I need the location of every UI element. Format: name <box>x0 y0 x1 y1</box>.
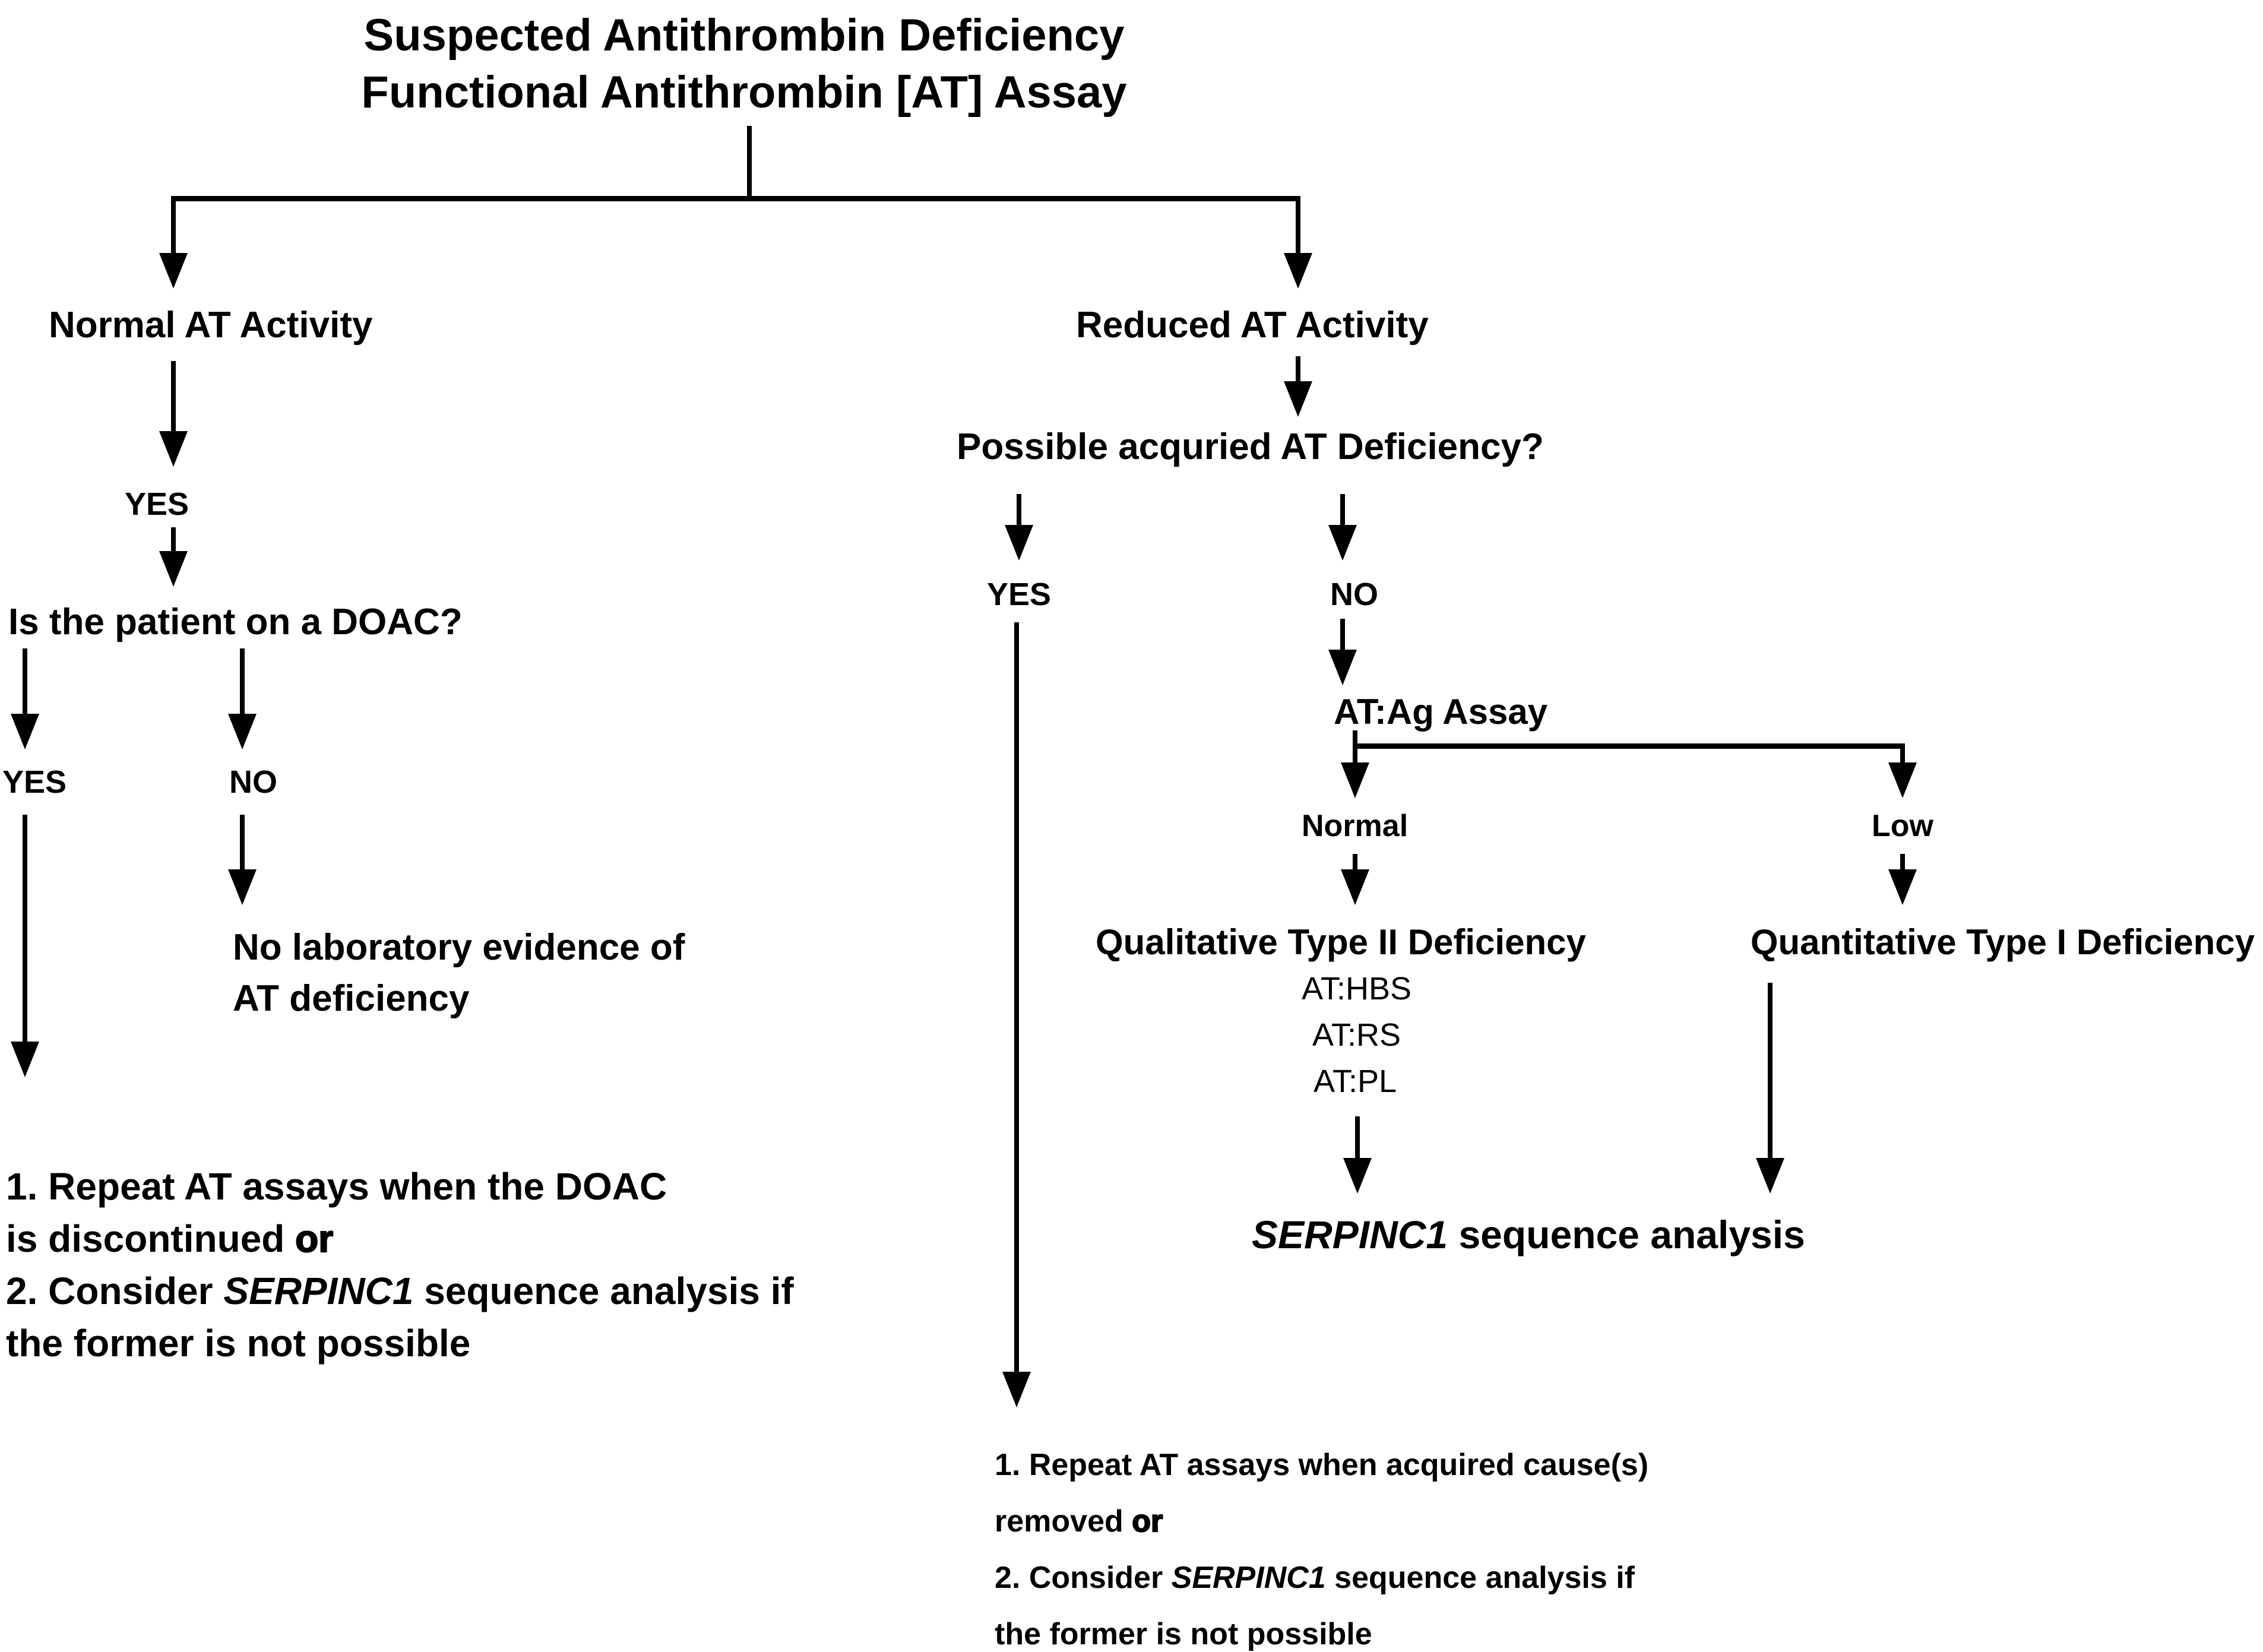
or-emphasis: or <box>1131 1504 1163 1539</box>
arrow-quantitative-to-sequence-head-icon <box>1756 1158 1784 1194</box>
arrow-atag-low-line <box>1900 743 1905 762</box>
node-acquired-question: Possible acquried AT Deficiency? <box>957 426 1544 467</box>
label-acquired-no: NO <box>1330 577 1378 612</box>
arrow-right-branch-head-icon <box>1284 253 1312 289</box>
arrow-qualitative-to-sequence-head-icon <box>1343 1158 1372 1194</box>
arrow-reduced-to-acquired-head-icon <box>1284 381 1312 417</box>
title-line-2: Functional Antithrombin [AT] Assay <box>361 67 1127 118</box>
serpinc1-gene-text: SERPINC1 <box>1171 1561 1326 1595</box>
outcome-right-line4: the former is not possible <box>995 1617 1372 1651</box>
outcome-left-line1: 1. Repeat AT assays when the DOAC <box>6 1165 667 1208</box>
arrow-reduced-to-acquired-line <box>1296 356 1300 381</box>
arrow-normal-to-qualitative-head-icon <box>1341 869 1369 905</box>
label-low: Low <box>1872 809 1933 843</box>
label-doac-yes: YES <box>2 764 67 800</box>
arrow-yes-to-doac-line <box>171 527 176 551</box>
arrow-acquired-no-head-icon <box>1328 525 1357 561</box>
node-doac-question: Is the patient on a DOAC? <box>8 602 463 643</box>
arrow-low-to-quantitative-line <box>1900 854 1905 869</box>
page-title: Suspected Antithrombin Deficiency Functi… <box>361 7 1126 121</box>
arrow-normal-to-yes-line <box>171 361 176 431</box>
arrow-yes-to-outcome-left-line <box>23 815 27 1042</box>
node-serpinc1-sequence-analysis: SERPINC1 sequence analysis <box>1252 1213 1805 1257</box>
node-reduced-at-activity: Reduced AT Activity <box>1076 305 1429 346</box>
arrow-left-branch-line <box>171 196 176 253</box>
arrow-atag-low-head-icon <box>1888 762 1917 798</box>
outcome-left-list: 1. Repeat AT assays when the DOAC is dis… <box>6 1160 794 1369</box>
outcome-right-list: 1. Repeat AT assays when acquired cause(… <box>995 1437 1648 1652</box>
outcome-right-line2: removed or <box>995 1504 1163 1539</box>
arrow-yes-to-doac-head-icon <box>159 551 188 587</box>
serpinc1-gene-text: SERPINC1 <box>223 1270 414 1312</box>
node-qualitative-type2: Qualitative Type II Deficiency <box>1096 922 1586 962</box>
arrow-doac-no-line <box>240 648 245 714</box>
arrow-no-to-atag-line <box>1340 619 1345 650</box>
arrow-doac-no-head-icon <box>228 714 257 749</box>
arrow-yes-to-outcome-right-line <box>1014 622 1019 1372</box>
label-acquired-yes: YES <box>987 577 1052 612</box>
outcome-left-line3: 2. Consider SERPINC1 sequence analysis i… <box>6 1270 794 1312</box>
outcome-right-line1: 1. Repeat AT assays when acquired cause(… <box>995 1448 1649 1482</box>
title-stub-line <box>747 126 752 201</box>
arrow-qualitative-to-sequence-line <box>1355 1116 1360 1158</box>
outcome-left-line2: is discontinued or <box>6 1217 334 1261</box>
label-doac-no: NO <box>229 764 277 800</box>
node-no-lab-evidence-line2: AT deficiency <box>233 978 470 1019</box>
arrow-doac-yes-line <box>23 648 27 714</box>
arrow-yes-to-outcome-left-head-icon <box>11 1042 39 1077</box>
arrow-atag-normal-line <box>1353 743 1357 762</box>
label-normal: Normal <box>1302 809 1409 843</box>
arrow-acquired-no-line <box>1340 494 1345 525</box>
arrow-yes-to-outcome-right-head-icon <box>1002 1372 1031 1407</box>
arrow-acquired-yes-head-icon <box>1005 525 1033 561</box>
atag-branch-riser-line <box>1353 730 1357 751</box>
arrow-no-to-atag-head-icon <box>1328 650 1357 685</box>
serpinc1-gene-text: SERPINC1 <box>1252 1213 1448 1257</box>
arrow-quantitative-to-sequence-line <box>1768 983 1773 1158</box>
arrow-doac-yes-head-icon <box>11 714 39 749</box>
arrow-acquired-yes-line <box>1017 494 1021 525</box>
arrow-left-branch-head-icon <box>159 253 188 289</box>
node-quantitative-type1: Quantitative Type I Deficiency <box>1750 922 2255 962</box>
arrow-low-to-quantitative-head-icon <box>1888 869 1917 905</box>
arrow-normal-to-yes-head-icon <box>159 431 188 467</box>
node-at-hbs: AT:HBS <box>1302 971 1412 1007</box>
node-normal-at-activity: Normal AT Activity <box>49 305 373 346</box>
atag-branch-horizontal-line <box>1353 743 1905 749</box>
node-no-lab-evidence-line1: No laboratory evidence of <box>233 927 685 968</box>
node-atag-assay: AT:Ag Assay <box>1334 692 1548 732</box>
arrow-normal-to-qualitative-line <box>1353 854 1357 869</box>
outcome-right-line3: 2. Consider SERPINC1 sequence analysis i… <box>995 1561 1635 1595</box>
arrow-atag-normal-head-icon <box>1341 762 1369 798</box>
node-at-rs: AT:RS <box>1312 1017 1401 1053</box>
label-yes-normal: YES <box>125 486 189 522</box>
arrow-no-to-nolab-head-icon <box>228 869 257 905</box>
node-at-pl: AT:PL <box>1314 1064 1397 1099</box>
or-emphasis: or <box>295 1217 334 1261</box>
title-line-1: Suspected Antithrombin Deficiency <box>363 10 1125 61</box>
branch-horizontal-line <box>171 196 1300 201</box>
arrow-right-branch-line <box>1296 196 1300 253</box>
outcome-left-line4: the former is not possible <box>6 1322 471 1365</box>
arrow-no-to-nolab-line <box>240 815 245 869</box>
